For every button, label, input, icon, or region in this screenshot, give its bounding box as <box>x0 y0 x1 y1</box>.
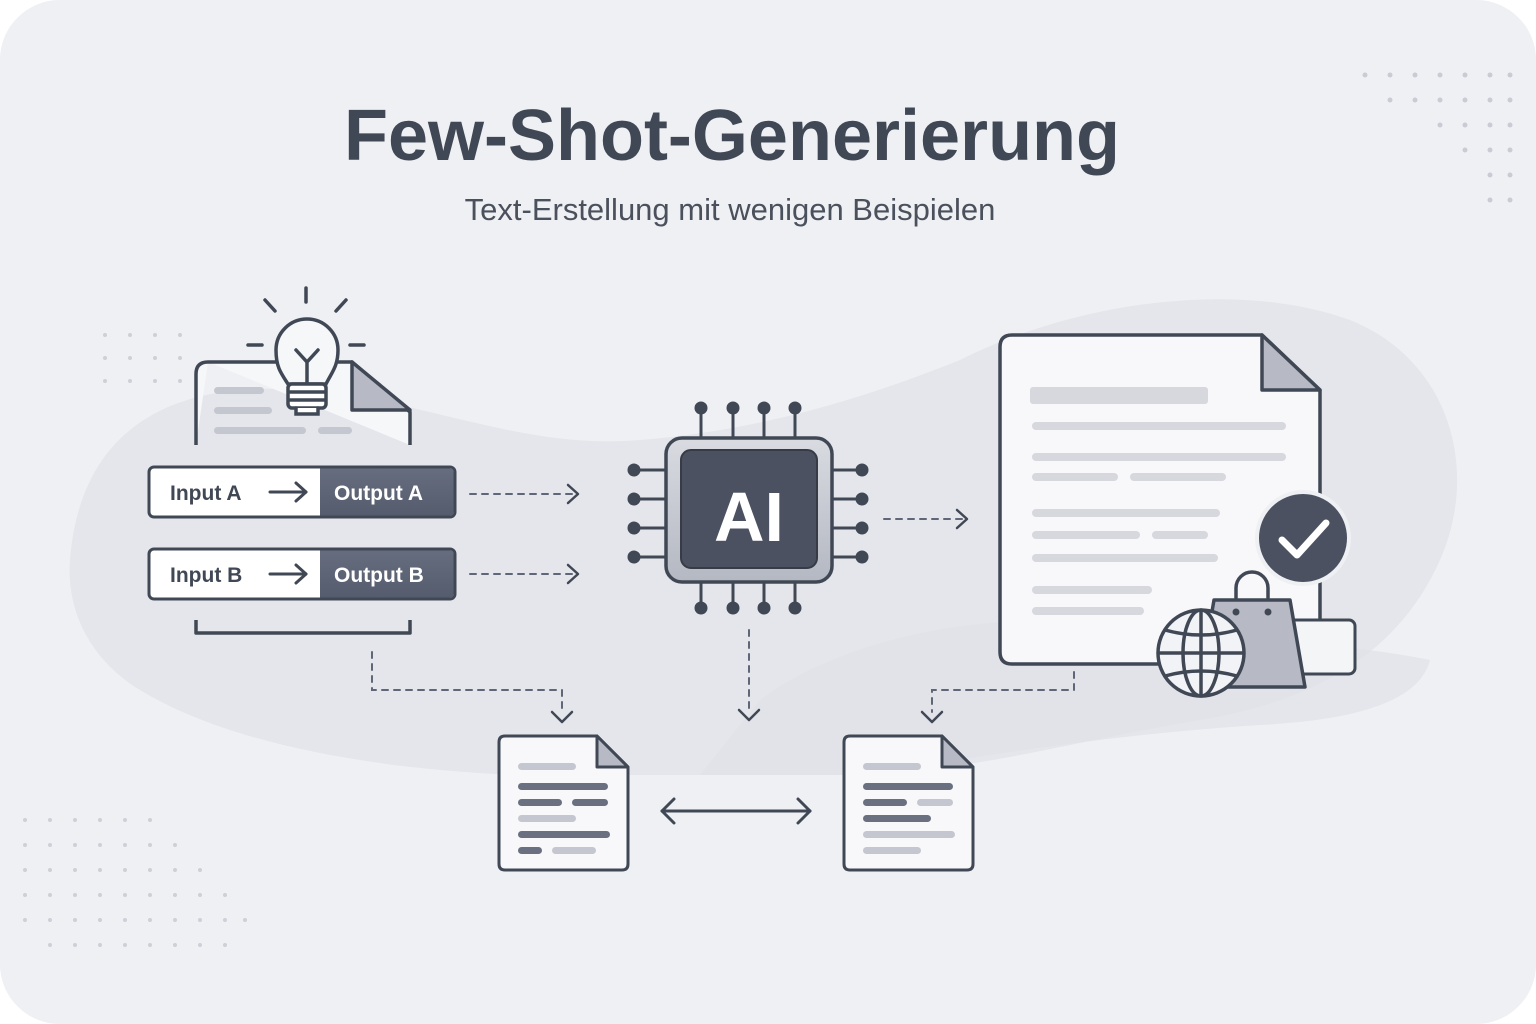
dashed-connectors <box>371 493 1075 713</box>
example-row-b: Input B Output B <box>147 547 457 601</box>
document-fold <box>350 360 412 412</box>
arrowhead-a <box>566 483 580 505</box>
example-row-a: Input A Output A <box>147 465 457 519</box>
dot-pattern-left <box>103 333 182 383</box>
dot-pattern-top-right <box>1362 72 1513 203</box>
generated-document <box>998 333 1322 666</box>
arrow-right-icon <box>268 563 308 585</box>
arrowhead-doc-left <box>550 710 574 724</box>
connector-arrowheads <box>550 483 969 724</box>
document-fold <box>595 734 630 769</box>
example-input-b: Input B <box>170 564 242 587</box>
ai-chip-label: AI <box>714 478 784 556</box>
page-subtitle: Text-Erstellung mit wenigen Beispielen <box>465 192 996 227</box>
arrowhead-result <box>955 508 969 530</box>
connector-result-to-doc-right <box>931 671 1075 713</box>
text-lines <box>1030 387 1286 615</box>
example-output-a: Output A <box>334 482 423 505</box>
double-arrow-icon <box>660 797 812 825</box>
globe-icon <box>1156 608 1246 698</box>
chip-core <box>680 449 818 569</box>
dot-pattern-bottom-left <box>23 818 247 947</box>
arrowhead-ai-down <box>737 708 761 722</box>
document-bracket <box>194 620 412 635</box>
connector-examples-to-doc-left <box>371 651 563 713</box>
chip-pins <box>627 401 869 615</box>
comparison-document-left <box>497 734 630 872</box>
document-fold <box>1260 333 1322 392</box>
example-output-b: Output B <box>334 564 424 587</box>
arrowhead-b <box>566 563 580 585</box>
ai-chip: AI <box>627 401 869 615</box>
output-cell-b <box>320 550 454 598</box>
document-fold <box>940 734 975 769</box>
example-input-a: Input A <box>170 482 242 505</box>
output-cell-a <box>320 468 454 516</box>
examples-document <box>194 360 412 635</box>
arrow-right-icon <box>268 481 308 503</box>
lightbulb-icon <box>246 286 366 416</box>
checkmark-icon <box>1255 490 1351 586</box>
arrowhead-doc-right <box>920 710 944 724</box>
comparison-document-right <box>842 734 975 872</box>
page-title: Few-Shot-Generierung <box>344 96 1120 176</box>
